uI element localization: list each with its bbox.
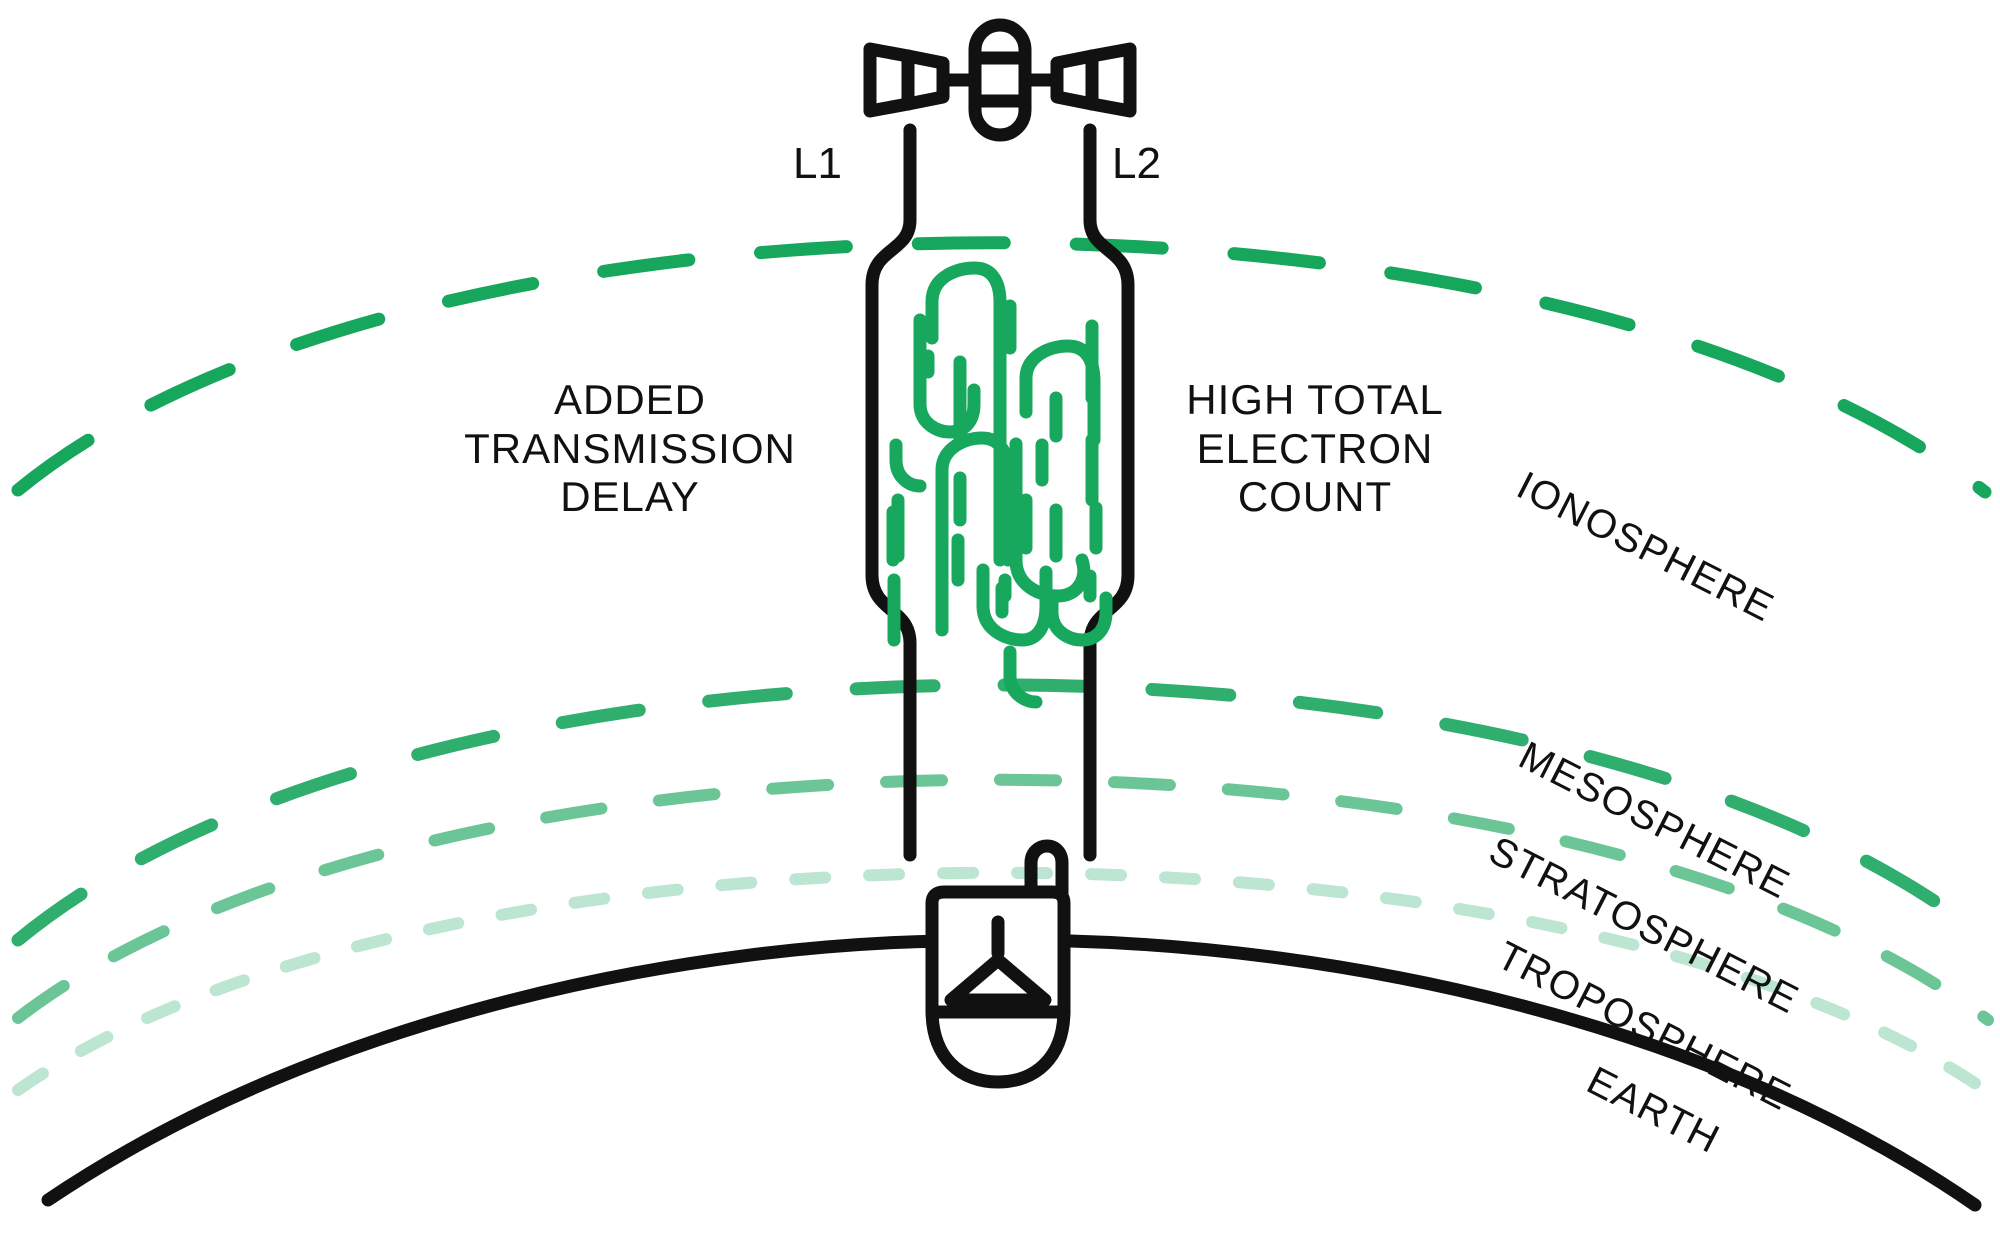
gps-ground-receiver-icon[interactable] bbox=[925, 839, 1071, 1089]
electron-hook-1 bbox=[889, 438, 927, 493]
earth-surface-left bbox=[41, 934, 955, 1207]
arc-troposphere bbox=[12, 866, 1994, 1098]
electron-cup-2 bbox=[1045, 591, 1113, 647]
beam-path-L2[interactable] bbox=[1083, 123, 1135, 862]
electron-cup-1 bbox=[913, 383, 981, 439]
beam-label-L2: L2 bbox=[1112, 139, 1161, 188]
annotation-added-transmission-delay: ADDED TRANSMISSION DELAY bbox=[464, 376, 796, 521]
arc-mesosphere bbox=[11, 678, 1995, 947]
electron-bend-5 bbox=[976, 563, 1053, 647]
beam-path-L1[interactable] bbox=[865, 123, 917, 862]
electron-hairpin-3 bbox=[935, 431, 1015, 637]
beam-label-L1: L1 bbox=[793, 139, 842, 188]
annotation-high-total-electron-count: HIGH TOTAL ELECTRON COUNT bbox=[1186, 376, 1444, 521]
electron-hook-2 bbox=[1003, 645, 1043, 709]
arc-ionosphere bbox=[11, 236, 1992, 499]
arc-stratosphere bbox=[12, 773, 1994, 1026]
electron-hairpin-1 bbox=[925, 261, 1007, 567]
gps-satellite-icon bbox=[863, 18, 1137, 142]
earth-surface-right bbox=[1063, 934, 1982, 1212]
